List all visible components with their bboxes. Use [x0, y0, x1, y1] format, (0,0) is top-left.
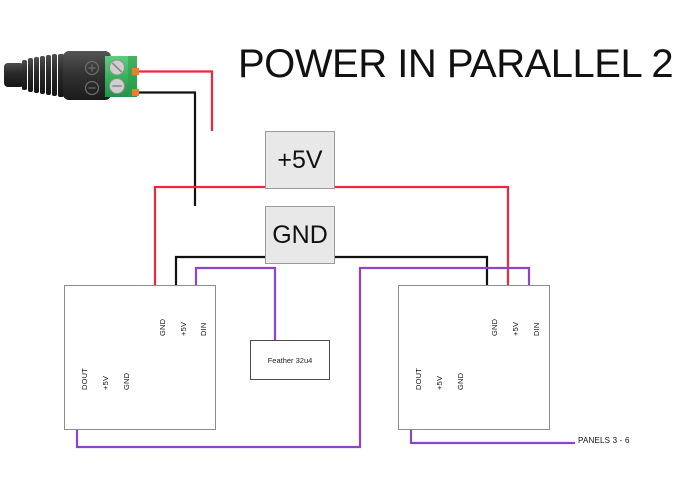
rail-box-ground: GND [265, 206, 335, 264]
rail-box-positive: +5V [265, 131, 335, 189]
wire-jack-negative-to-gnd-rail [139, 91, 197, 206]
pin-label-panel2-gnd-top: GND [490, 318, 499, 336]
pin-label-panel1-5v-bottom: +5V [101, 375, 110, 390]
pin-label-panel1-gnd-bottom: GND [122, 372, 131, 390]
dc-barrel-jack-icon [4, 51, 139, 100]
pin-label-panel2-5v-top: +5V [511, 321, 520, 336]
pin-label-panel2-dout: DOUT [414, 367, 423, 390]
page-title: POWER IN PARALLEL 2 [238, 42, 674, 86]
wire-panel1-dout-to-panel2-din [75, 266, 531, 449]
led-panel-2 [398, 285, 550, 430]
pin-label-panel1-gnd-top: GND [158, 318, 167, 336]
pin-label-panel1-dout: DOUT [80, 367, 89, 390]
wire-controller-to-panel1-din [194, 266, 277, 340]
pin-label-panel1-din: DIN [199, 322, 208, 336]
led-panel-1 [64, 285, 216, 430]
controller-feather-32u4: Feather 32u4 [250, 340, 330, 380]
wire-5v-rail-to-panel2 [333, 185, 510, 300]
pin-label-panel1-5v-top: +5V [179, 321, 188, 336]
downstream-panels-label: PANELS 3 - 6 [578, 436, 630, 445]
pin-label-panel2-din: DIN [532, 322, 541, 336]
wire-jack-positive-to-5v-rail [139, 70, 214, 131]
pin-label-panel2-5v-bottom: +5V [435, 375, 444, 390]
pin-label-panel2-gnd-bottom: GND [456, 372, 465, 390]
wire-panel2-dout-to-downstream [409, 428, 575, 445]
wire-5v-rail-to-panel1 [153, 185, 265, 300]
